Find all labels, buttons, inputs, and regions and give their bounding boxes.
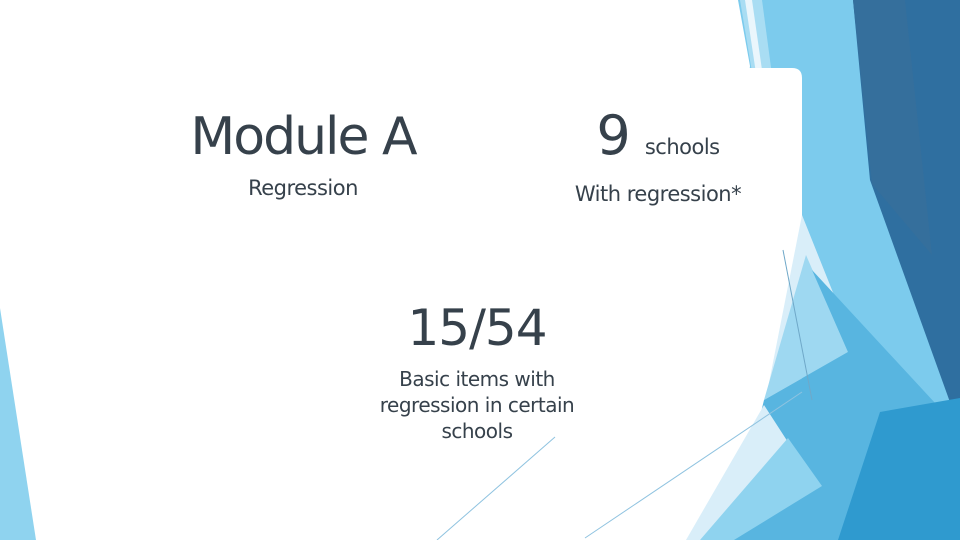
stat-main-value: 15/54 [407,299,547,357]
stat-top-caption: With regression* [574,182,742,206]
slide-title: Module A [190,107,417,167]
hairline-c [782,249,813,401]
facet-light-mid [764,255,848,400]
hairline-b [584,391,803,539]
hairline-a [436,436,556,540]
stat-top-number: 9 [596,104,630,167]
facet-light-bottom [700,438,822,540]
facet-medium-deep [838,398,960,540]
title-block: Module A Regression [168,106,438,200]
stat-main-block: 15/54 Basic items with regression in cer… [352,298,602,444]
facet-lightest-bottom [686,405,806,540]
stat-top-block: 9 schools With regression* [548,106,768,207]
facet-dark-inner [853,0,932,255]
slide-subtitle: Regression [248,176,358,200]
facet-left-wedge [0,308,36,540]
stat-main-caption: Basic items with regression in certain s… [379,367,575,443]
stat-top-unit: schools [644,135,720,159]
content-panel [0,68,802,540]
stat-top-line: 9 schools [548,106,768,179]
